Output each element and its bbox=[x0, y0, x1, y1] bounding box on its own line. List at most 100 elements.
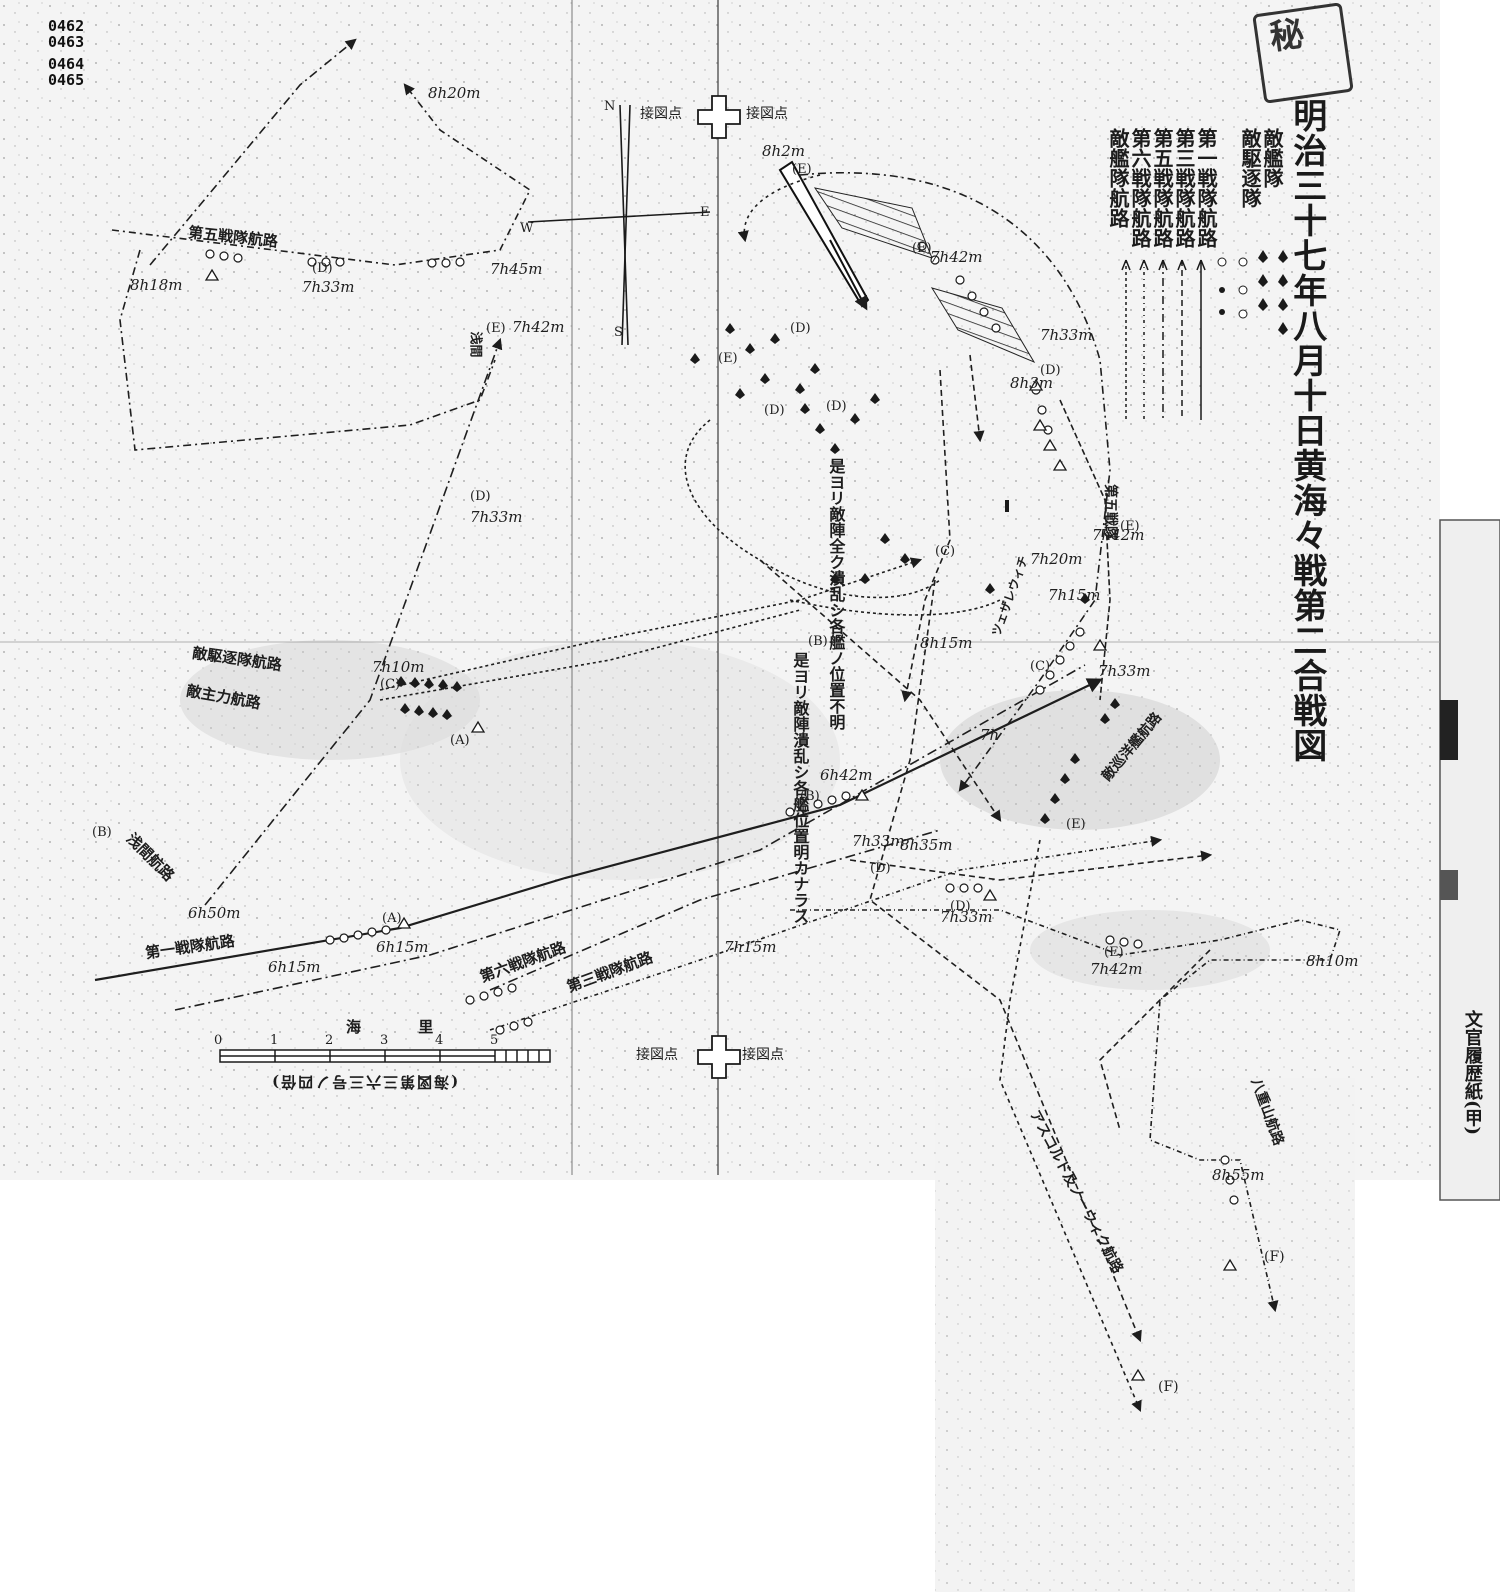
time-label: 7h45m bbox=[490, 260, 543, 278]
legend-entry: 第六戦隊航路 bbox=[1128, 128, 1152, 248]
marker-label: (D) bbox=[312, 261, 333, 276]
time-label: 7h33m bbox=[1040, 326, 1093, 344]
time-label: 7h42m bbox=[512, 318, 565, 336]
route-label: 浅間 bbox=[467, 331, 483, 358]
junction-label: 接図点 bbox=[746, 106, 788, 122]
triangle-markers bbox=[204, 268, 1238, 1381]
marker-label: (D) bbox=[826, 399, 847, 414]
ship-markers bbox=[205, 241, 1239, 1205]
legend-entry: 第五戦隊航路 bbox=[1150, 128, 1174, 248]
secret-stamp: 秘 bbox=[1252, 2, 1354, 104]
time-label: 6h42m bbox=[820, 766, 873, 784]
time-label: 8h55m bbox=[1212, 1166, 1265, 1184]
enemy-ship-markers bbox=[396, 323, 1120, 824]
time-label: 7h10m bbox=[372, 658, 425, 676]
time-label: 8h10m bbox=[1306, 952, 1359, 970]
document-id: 0464 bbox=[48, 55, 85, 73]
legend: 敵艦隊 敵駆逐隊 第一戦隊航路 第三戦隊航路 第五戦隊航路 第六戦隊航路 敵艦隊… bbox=[1106, 128, 1284, 418]
route-sixth-squadron bbox=[489, 829, 941, 991]
time-label: 7h42m bbox=[1092, 526, 1145, 544]
marker-label: (A) bbox=[382, 911, 402, 926]
document-id: 0462 bbox=[48, 17, 85, 35]
junction-label: 接図点 bbox=[742, 1047, 784, 1063]
marker-label: (D) bbox=[764, 403, 785, 418]
compass-rose bbox=[527, 104, 711, 346]
route-north-dashed-2 bbox=[969, 354, 985, 443]
marker-label: (C) bbox=[1030, 659, 1051, 674]
time-label: 7h42m bbox=[930, 248, 983, 266]
marker-label: (E) bbox=[1066, 817, 1086, 832]
document-id: 0465 bbox=[48, 71, 85, 89]
time-label: 7h15m bbox=[724, 938, 777, 956]
route-yaeyama bbox=[1059, 399, 1111, 701]
junction-cross-top bbox=[697, 95, 741, 139]
time-label: 7h20m bbox=[1030, 550, 1083, 568]
stamp-text: 秘 bbox=[1261, 14, 1306, 55]
legend-samples bbox=[1121, 259, 1206, 420]
scale-caption: (海図第三六三号ノ四倍) bbox=[270, 1073, 459, 1091]
marker-label: (D) bbox=[1040, 363, 1061, 378]
marker-label: (E) bbox=[792, 162, 812, 177]
time-label: 7h33m bbox=[940, 908, 993, 926]
note-enemy-scattered: 是ヨリ敵陣全ク潰乱シ各艦ノ位置不明 bbox=[826, 458, 846, 730]
marker-label: (E) bbox=[912, 241, 932, 256]
time-label: 7h15m bbox=[1048, 586, 1101, 604]
right-edge-strip bbox=[1439, 519, 1500, 1201]
chart-title: 明治三十七年八月十日黄海々戦第二合戦図 bbox=[1286, 98, 1327, 763]
legend-entry: 第一戦隊航路 bbox=[1194, 128, 1218, 248]
time-label: 8h20m bbox=[428, 84, 481, 102]
document-id-list: 0462 0463 0464 0465 bbox=[48, 18, 84, 88]
route-long-diagonal bbox=[149, 38, 357, 266]
marker-label: (B) bbox=[800, 789, 820, 804]
compass-east: E bbox=[700, 205, 710, 220]
marker-label: (C) bbox=[935, 544, 956, 559]
time-label: 7h33m bbox=[302, 278, 355, 296]
time-label: 6h15m bbox=[376, 938, 429, 956]
time-label: 7h33m bbox=[1098, 662, 1151, 680]
compass-north: N bbox=[604, 99, 616, 114]
time-label: 8h15m bbox=[920, 634, 973, 652]
route-first-squadron bbox=[94, 678, 1103, 982]
time-label: 7h42m bbox=[1090, 960, 1143, 978]
route-south-dashed bbox=[869, 579, 1142, 1343]
scale-tick: 3 bbox=[380, 1033, 389, 1048]
route-third-squadron bbox=[489, 835, 1163, 1031]
marker-label: (D) bbox=[470, 489, 491, 504]
route-north-dashed bbox=[901, 369, 951, 703]
route-east-loop bbox=[790, 909, 1342, 1313]
compass-west: W bbox=[520, 221, 534, 236]
right-edge-text: 文官履歴紙(甲) bbox=[1461, 1010, 1483, 1136]
marker-label: (A) bbox=[450, 733, 470, 748]
time-label: 6h15m bbox=[268, 958, 321, 976]
time-label: 7h bbox=[980, 726, 1000, 744]
time-label: 8h3m bbox=[1010, 374, 1053, 392]
marker-label: (E) bbox=[1120, 519, 1140, 534]
scale-tick: 1 bbox=[270, 1033, 279, 1048]
legend-entry: 敵艦隊航路 bbox=[1106, 128, 1130, 228]
route-diagonal-cross bbox=[759, 559, 1002, 822]
marker-label: (E) bbox=[1104, 945, 1124, 960]
marker-label: (D) bbox=[950, 899, 971, 914]
scale-tick: 2 bbox=[325, 1033, 334, 1048]
time-label: 7h33m bbox=[852, 832, 905, 850]
time-label: 6h50m bbox=[188, 904, 241, 922]
marker-label: (E) bbox=[718, 351, 738, 366]
time-label: 8h18m bbox=[130, 276, 183, 294]
marker-label: (C) bbox=[380, 677, 401, 692]
document-id: 0463 bbox=[48, 33, 85, 51]
legend-ship-symbols bbox=[1217, 250, 1288, 335]
marker-label: (F) bbox=[1158, 1379, 1179, 1395]
compass-south: S bbox=[614, 325, 623, 340]
marker-label: (E) bbox=[486, 321, 506, 336]
route-fifth-left-loop bbox=[119, 249, 496, 451]
junction-cross-bottom bbox=[697, 1035, 741, 1079]
legend-entry: 第三戦隊航路 bbox=[1172, 128, 1196, 248]
legend-entry: 敵艦隊 bbox=[1260, 128, 1284, 188]
route-enemy-loop bbox=[684, 419, 941, 599]
scale-tick: 0 bbox=[214, 1033, 223, 1048]
route-enemy-destroyer-east bbox=[849, 850, 1213, 881]
legend-entry: 敵駆逐隊 bbox=[1238, 128, 1262, 208]
time-label: 7h33m bbox=[470, 508, 523, 526]
